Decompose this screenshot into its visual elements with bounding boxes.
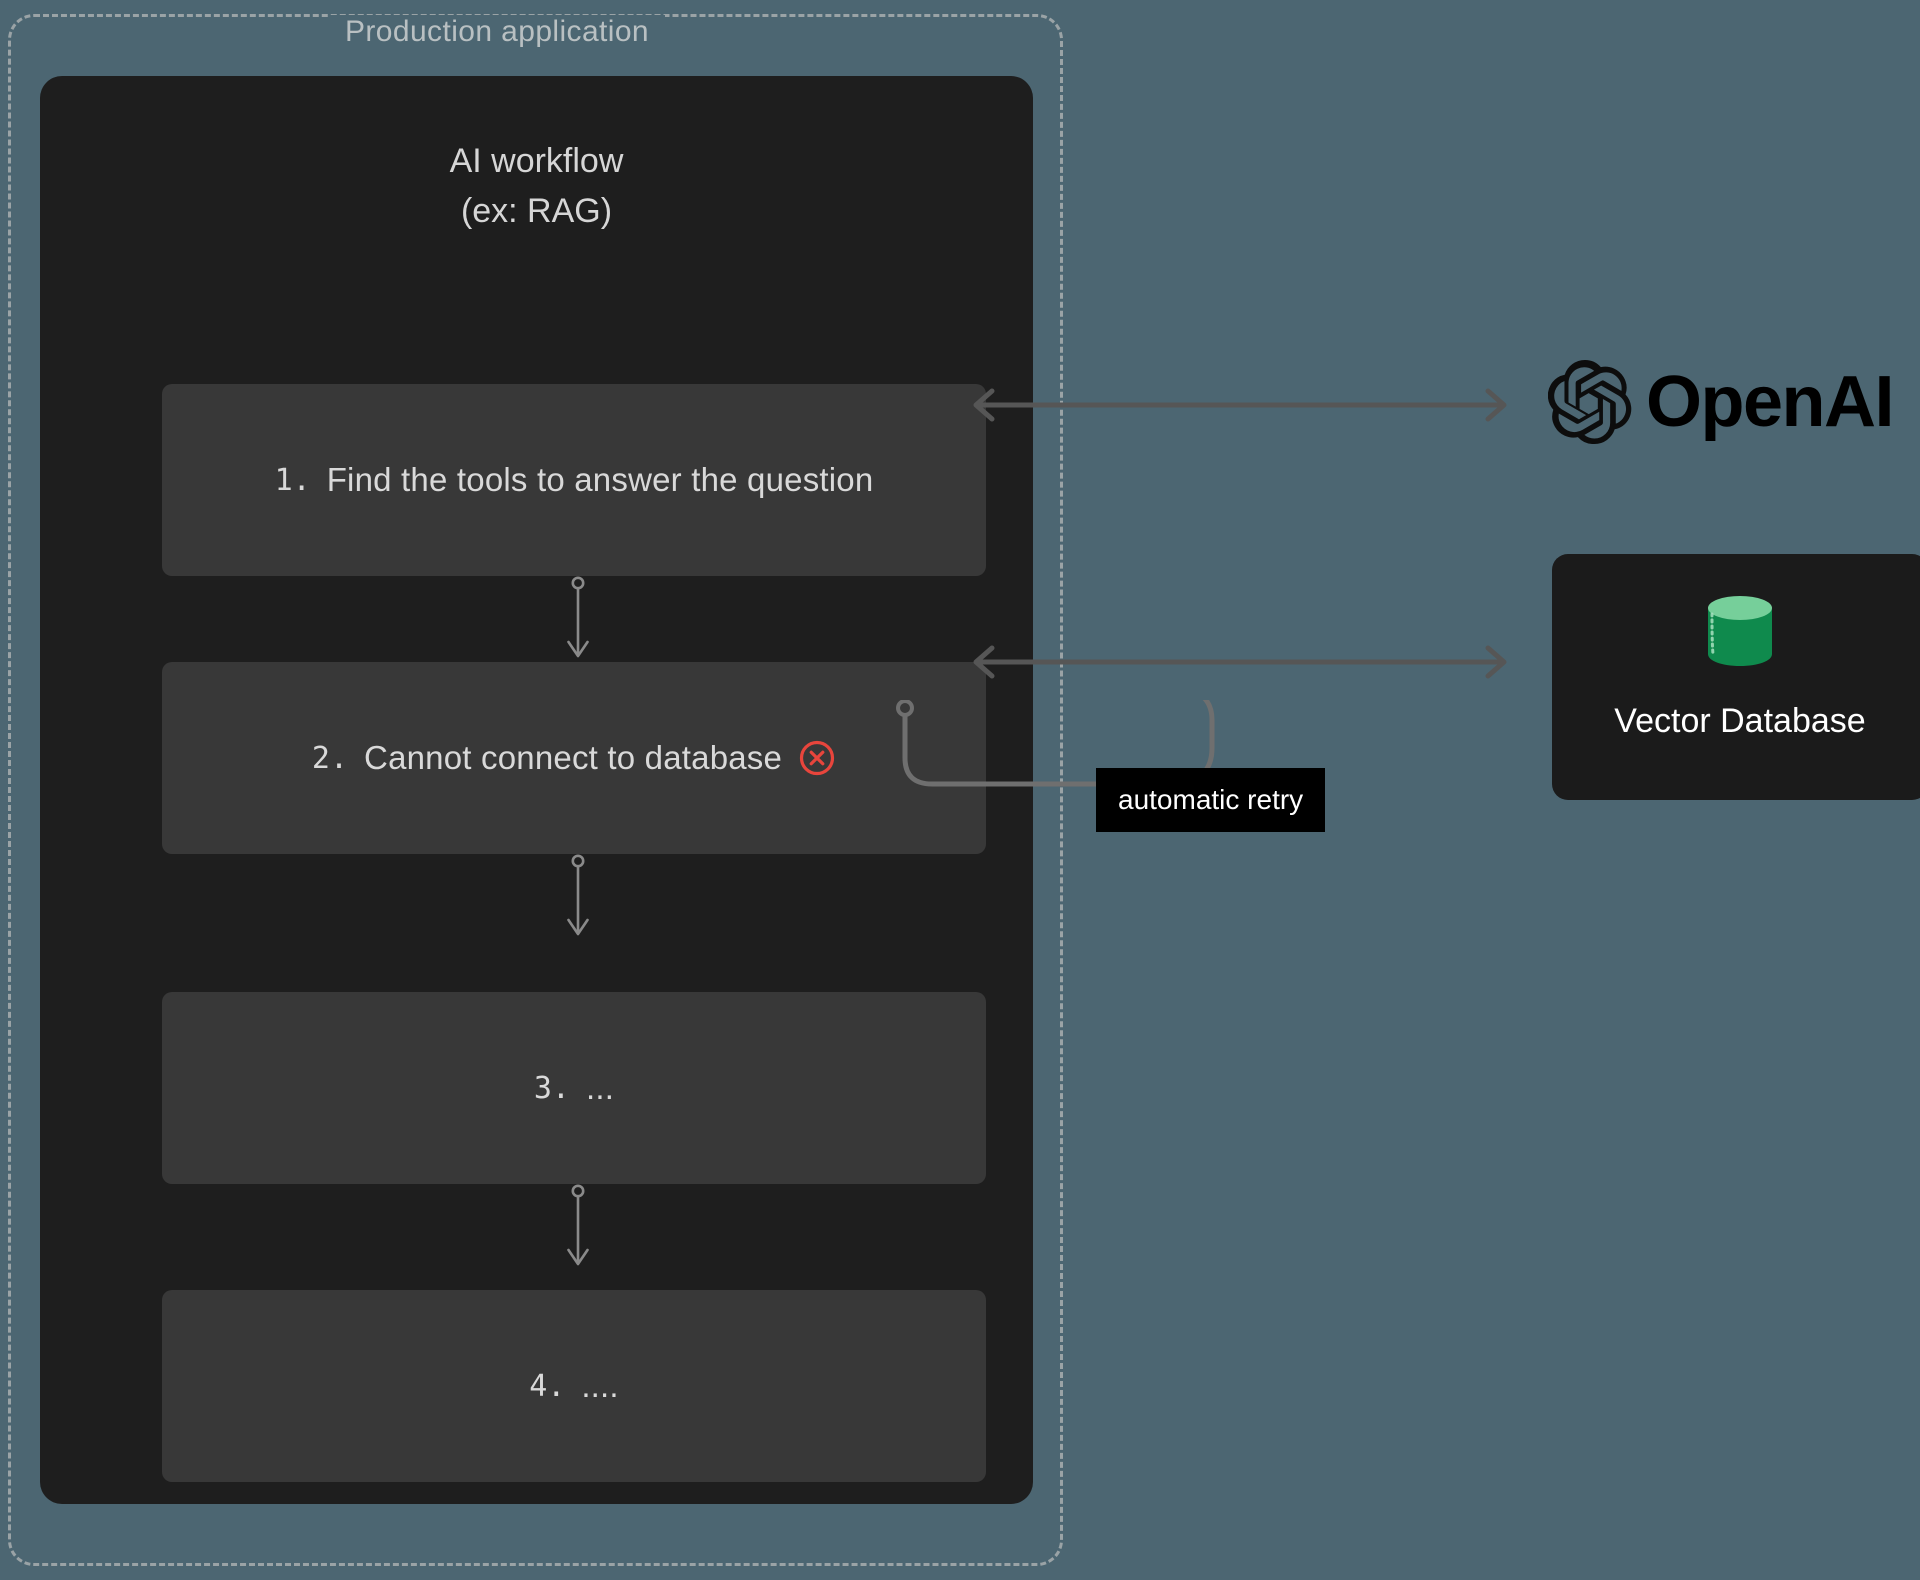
workflow-step-2-label: Cannot connect to database bbox=[364, 739, 783, 776]
workflow-step-3[interactable]: 3. ... bbox=[162, 992, 986, 1184]
arrow-step2-vector-database-bidirectional-icon bbox=[973, 645, 1507, 679]
workflow-step-1-number: 1. bbox=[274, 462, 311, 498]
workflow-step-4-content: 4. .... bbox=[529, 1367, 619, 1405]
workflow-step-1-label: Find the tools to answer the question bbox=[326, 461, 874, 498]
workflow-step-3-number: 3. bbox=[533, 1070, 570, 1106]
workflow-step-2-number: 2. bbox=[311, 740, 349, 776]
connector-step1-step2-arrow-icon bbox=[567, 576, 589, 658]
connector-step3-step4-arrow-icon bbox=[567, 1184, 589, 1266]
ai-workflow-title: AI workflow (ex: RAG) bbox=[449, 142, 624, 230]
ai-workflow-card: AI workflow (ex: RAG) 1. Find the tools … bbox=[40, 76, 1033, 1504]
workflow-step-2[interactable]: 2. Cannot connect to database bbox=[162, 662, 986, 854]
workflow-step-1-content: 1. Find the tools to answer the question bbox=[275, 461, 874, 499]
workflow-step-1[interactable]: 1. Find the tools to answer the question bbox=[162, 384, 986, 576]
openai-wordmark: OpenAI bbox=[1646, 362, 1895, 442]
connector-step2-step3-arrow-icon bbox=[567, 854, 589, 936]
workflow-step-2-content: 2. Cannot connect to database bbox=[312, 739, 836, 777]
database-cylinder-icon bbox=[1708, 596, 1772, 666]
workflow-step-4-label: .... bbox=[581, 1367, 619, 1404]
error-circle-x-icon bbox=[799, 740, 835, 776]
workflow-step-4-number: 4. bbox=[529, 1368, 566, 1404]
workflow-step-4[interactable]: 4. .... bbox=[162, 1290, 986, 1482]
openai-logo: OpenAI bbox=[1548, 360, 1895, 444]
arrow-step1-openai-bidirectional-icon bbox=[973, 388, 1507, 422]
automatic-retry-label: automatic retry bbox=[1096, 768, 1326, 832]
vector-database-card[interactable]: Vector Database bbox=[1552, 554, 1920, 800]
workflow-step-3-content: 3. ... bbox=[534, 1069, 614, 1107]
workflow-step-3-label: ... bbox=[586, 1069, 615, 1106]
production-application-container: Production application bbox=[8, 14, 1063, 1566]
vector-database-label: Vector Database bbox=[1614, 702, 1866, 740]
openai-blossom-icon bbox=[1548, 360, 1632, 444]
production-application-label: Production application bbox=[329, 15, 665, 49]
